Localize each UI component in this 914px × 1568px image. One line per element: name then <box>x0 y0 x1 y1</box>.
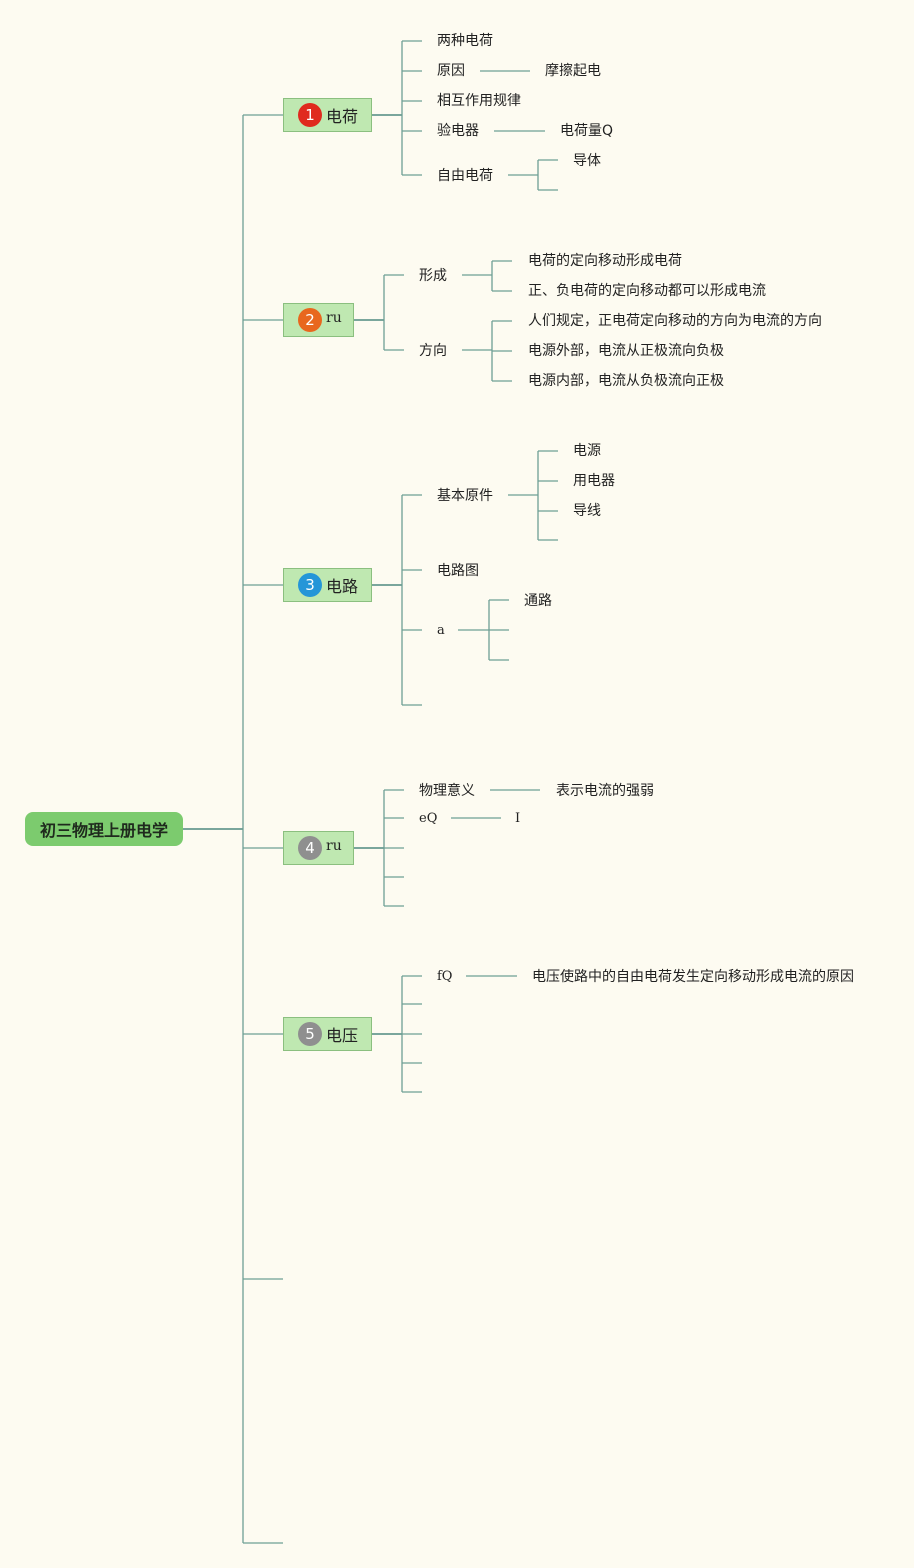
root-topic[interactable]: 初三物理上册电学 <box>25 812 183 846</box>
topic-4[interactable]: 4 ru <box>283 831 354 865</box>
subtopic[interactable]: 电源 <box>573 443 601 459</box>
subtopic[interactable]: 验电器 <box>437 123 479 139</box>
subtopic[interactable]: 电荷量Q <box>560 123 614 139</box>
topic-label: 电荷 <box>326 107 359 126</box>
topic-3[interactable]: 3 电路 <box>283 568 372 602</box>
topic-label: 电路 <box>326 577 359 596</box>
number-badge: 5 <box>298 1022 322 1046</box>
topic-2[interactable]: 2 ru <box>283 303 354 337</box>
subtopic[interactable]: 基本原件 <box>437 488 493 504</box>
topic-5[interactable]: 5 电压 <box>283 1017 372 1051</box>
subtopic[interactable]: 相互作用规律 <box>437 93 521 109</box>
subtopic[interactable]: 原因 <box>437 63 465 79</box>
subtopic[interactable]: 两种电荷 <box>437 33 493 49</box>
subtopic[interactable]: 形成 <box>419 268 447 284</box>
subtopic[interactable]: eQ <box>419 811 438 826</box>
subtopic[interactable]: a <box>437 623 445 638</box>
subtopic[interactable]: 用电器 <box>573 473 615 489</box>
subtopic[interactable]: 导体 <box>573 153 601 169</box>
subtopic[interactable]: 电路图 <box>437 563 479 579</box>
topic-label: ru <box>326 838 342 854</box>
subtopic[interactable]: 正、负电荷的定向移动都可以形成电流 <box>528 283 766 299</box>
number-badge: 3 <box>298 573 322 597</box>
subtopic[interactable]: fQ <box>437 969 453 984</box>
subtopic[interactable]: 自由电荷 <box>437 168 493 184</box>
subtopic[interactable]: 电荷的定向移动形成电荷 <box>528 253 682 269</box>
subtopic[interactable]: 电源外部，电流从正极流向负极 <box>528 343 724 359</box>
topic-label: ru <box>326 310 342 326</box>
subtopic[interactable]: 电压使路中的自由电荷发生定向移动形成电流的原因 <box>532 969 854 985</box>
subtopic[interactable]: 方向 <box>419 343 447 359</box>
topic-label: 电压 <box>326 1026 359 1045</box>
number-badge: 1 <box>298 103 322 127</box>
subtopic[interactable]: 人们规定，正电荷定向移动的方向为电流的方向 <box>528 313 822 329</box>
subtopic[interactable]: 通路 <box>524 593 552 609</box>
subtopic[interactable]: 电源内部，电流从负极流向正极 <box>528 373 724 389</box>
subtopic[interactable]: 摩擦起电 <box>545 63 601 79</box>
topic-1[interactable]: 1 电荷 <box>283 98 372 132</box>
subtopic[interactable]: 表示电流的强弱 <box>556 783 654 799</box>
subtopic[interactable]: 物理意义 <box>419 783 475 799</box>
number-badge: 2 <box>298 308 322 332</box>
subtopic[interactable]: I <box>515 811 521 826</box>
number-badge: 4 <box>298 836 322 860</box>
subtopic[interactable]: 导线 <box>573 503 601 519</box>
